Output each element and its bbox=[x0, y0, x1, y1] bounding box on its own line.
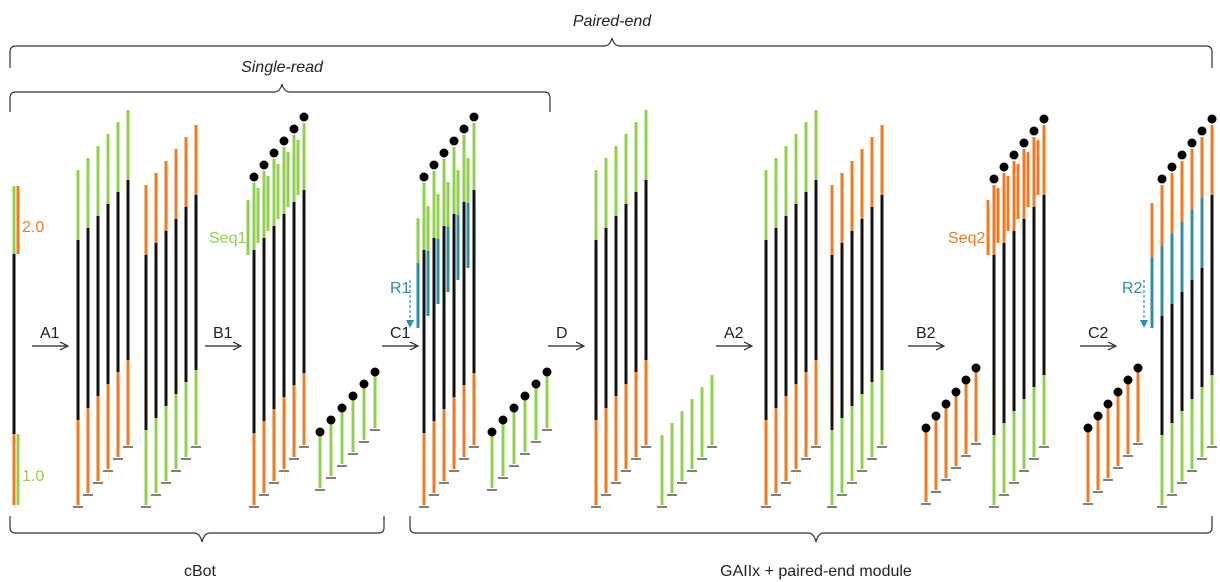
b1-strand-terminator bbox=[289, 124, 299, 134]
c2-strand-terminator bbox=[1157, 174, 1167, 184]
c1-strand-terminator bbox=[459, 124, 469, 134]
step-arrowhead-a2 bbox=[743, 341, 754, 351]
b1-strand-terminator bbox=[259, 160, 269, 170]
c1-strand-terminator bbox=[419, 172, 429, 182]
b2-strand-terminator bbox=[1009, 150, 1019, 160]
r1-arrowhead bbox=[406, 320, 414, 328]
b2-strand-terminator bbox=[989, 174, 999, 184]
c1-capped-primer-terminator bbox=[531, 379, 541, 389]
step-arrowhead-b1 bbox=[232, 341, 243, 351]
c2-strand-terminator bbox=[1167, 162, 1177, 172]
b2-strand-terminator bbox=[1029, 126, 1039, 136]
primer-1-label: 1.0 bbox=[22, 468, 44, 485]
single-read-bracket bbox=[9, 83, 551, 112]
c2-capped-primer-terminator bbox=[1133, 363, 1143, 373]
cbot-bracket bbox=[9, 516, 385, 543]
b2-capped-primer-terminator bbox=[941, 399, 951, 409]
paired-end-bracket bbox=[9, 37, 1213, 68]
b1-capped-primer-terminator bbox=[315, 427, 325, 437]
c2-capped-primer-terminator bbox=[1093, 411, 1103, 421]
step-arrowhead-a1 bbox=[59, 341, 70, 351]
b1-capped-primer-terminator bbox=[337, 403, 347, 413]
step-label-d: D bbox=[556, 325, 568, 342]
paired-end-label: Paired-end bbox=[573, 13, 652, 30]
step-label-b2: B2 bbox=[916, 325, 936, 342]
step-label-c2: C2 bbox=[1088, 325, 1109, 342]
b2-capped-primer-terminator bbox=[961, 375, 971, 385]
c1-strand-terminator bbox=[449, 136, 459, 146]
step-label-a1: A1 bbox=[40, 325, 60, 342]
b2-strand-terminator bbox=[999, 162, 1009, 172]
seq2-label: Seq2 bbox=[948, 230, 985, 247]
b1-strand-terminator bbox=[299, 112, 309, 122]
b2-strand-terminator bbox=[1019, 138, 1029, 148]
single-read-label: Single-read bbox=[241, 59, 324, 76]
c1-capped-primer-terminator bbox=[542, 367, 552, 377]
c2-capped-primer-terminator bbox=[1103, 399, 1113, 409]
r2-arrowhead bbox=[1140, 320, 1148, 328]
b2-capped-primer-terminator bbox=[921, 423, 931, 433]
c1-strand-terminator bbox=[469, 112, 479, 122]
b1-capped-primer-terminator bbox=[370, 367, 380, 377]
b1-capped-primer-terminator bbox=[348, 391, 358, 401]
r2-label: R2 bbox=[1122, 280, 1143, 297]
b1-capped-primer-terminator bbox=[326, 415, 336, 425]
c1-capped-primer-terminator bbox=[520, 391, 530, 401]
b2-capped-primer-terminator bbox=[971, 363, 981, 373]
c2-capped-primer-terminator bbox=[1123, 375, 1133, 385]
b2-capped-primer-terminator bbox=[951, 387, 961, 397]
b1-strand-terminator bbox=[249, 172, 259, 182]
step-arrowhead-c2 bbox=[1107, 341, 1118, 351]
b2-strand-terminator bbox=[1039, 114, 1049, 124]
gaiix-bracket bbox=[409, 516, 1213, 543]
c2-capped-primer-terminator bbox=[1083, 423, 1093, 433]
c1-capped-primer-terminator bbox=[487, 427, 497, 437]
primer-2-label: 2.0 bbox=[22, 219, 44, 236]
c1-capped-primer-terminator bbox=[509, 403, 519, 413]
b1-strand-terminator bbox=[269, 148, 279, 158]
c1-strand-terminator bbox=[429, 160, 439, 170]
b1-strand-terminator bbox=[279, 136, 289, 146]
c1-strand-terminator bbox=[439, 148, 449, 158]
step-arrows: A1 B1 C1 D A2 B2 C2 bbox=[32, 325, 1118, 351]
step-arrowhead-c1 bbox=[409, 341, 420, 351]
b2-capped-primer-terminator bbox=[931, 411, 941, 421]
step-arrowhead-d bbox=[575, 341, 586, 351]
cbot-label: cBot bbox=[184, 563, 217, 580]
strand-clusters bbox=[12, 110, 1217, 508]
c1-capped-primer-terminator bbox=[498, 415, 508, 425]
step-label-c1: C1 bbox=[390, 325, 411, 342]
gaiix-label: GAIIx + paired-end module bbox=[720, 563, 912, 580]
c2-strand-terminator bbox=[1197, 126, 1207, 136]
c2-strand-terminator bbox=[1177, 150, 1187, 160]
step-label-a2: A2 bbox=[724, 325, 744, 342]
c2-capped-primer-terminator bbox=[1113, 387, 1123, 397]
c2-strand-terminator bbox=[1207, 114, 1217, 124]
c2-strand-terminator bbox=[1187, 138, 1197, 148]
b1-capped-primer-terminator bbox=[359, 379, 369, 389]
step-arrowhead-b2 bbox=[935, 341, 946, 351]
step-label-b1: B1 bbox=[213, 325, 233, 342]
seq1-label: Seq1 bbox=[209, 230, 246, 247]
r1-label: R1 bbox=[390, 280, 411, 297]
